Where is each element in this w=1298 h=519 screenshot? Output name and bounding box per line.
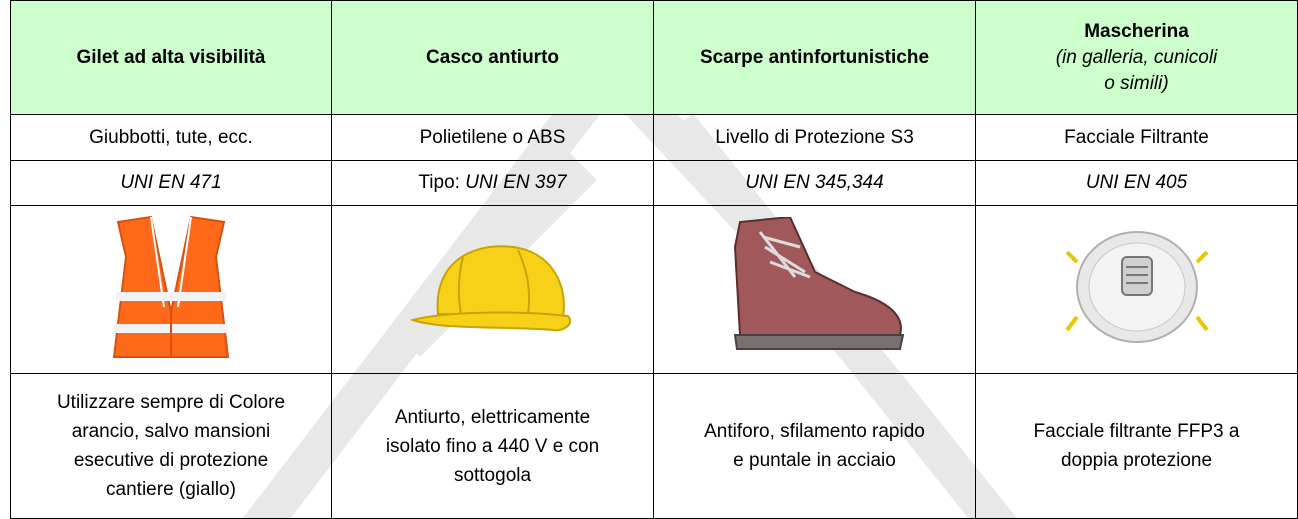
description-cell: Antiurto, elettricamente isolato fino a … (331, 373, 654, 519)
image-row (10, 205, 1298, 374)
ppe-table: Gilet ad alta visibilità Casco antiurto … (10, 0, 1298, 519)
hard-hat-icon (409, 245, 571, 332)
material-cell: Giubbotti, tute, ecc. (10, 114, 332, 161)
header-cell: Mascherina (in galleria, cunicoli o simi… (975, 0, 1298, 115)
image-cell (653, 205, 976, 374)
standard-row: UNI EN 471 Tipo: UNI EN 397 UNI EN 345,3… (10, 160, 1298, 206)
hi-vis-vest-icon (112, 215, 230, 358)
respirator-mask-icon (1064, 231, 1209, 343)
image-cell (975, 205, 1298, 374)
header-subtitle: o simili) (1104, 72, 1169, 94)
standard-cell: UNI EN 471 (10, 160, 332, 206)
header-cell: Scarpe antinfortunistiche (653, 0, 976, 115)
header-row: Gilet ad alta visibilità Casco antiurto … (10, 0, 1298, 115)
header-subtitle: (in galleria, cunicoli (1055, 46, 1218, 68)
header-cell: Gilet ad alta visibilità (10, 0, 332, 115)
material-row: Giubbotti, tute, ecc. Polietilene o ABS … (10, 114, 1298, 161)
safety-boot-icon (733, 215, 904, 350)
material-cell: Livello di Protezione S3 (653, 114, 976, 161)
material-cell: Facciale Filtrante (975, 114, 1298, 161)
standard-cell: UNI EN 405 (975, 160, 1298, 206)
standard-cell: Tipo: UNI EN 397 (331, 160, 654, 206)
material-cell: Polietilene o ABS (331, 114, 654, 161)
image-cell (331, 205, 654, 374)
image-cell (10, 205, 332, 374)
description-cell: Antiforo, sfilamento rapido e puntale in… (653, 373, 976, 519)
description-row: Utilizzare sempre di Colore arancio, sal… (10, 373, 1298, 519)
description-cell: Utilizzare sempre di Colore arancio, sal… (10, 373, 332, 519)
description-cell: Facciale filtrante FFP3 a doppia protezi… (975, 373, 1298, 519)
standard-cell: UNI EN 345,344 (653, 160, 976, 206)
header-cell: Casco antiurto (331, 0, 654, 115)
